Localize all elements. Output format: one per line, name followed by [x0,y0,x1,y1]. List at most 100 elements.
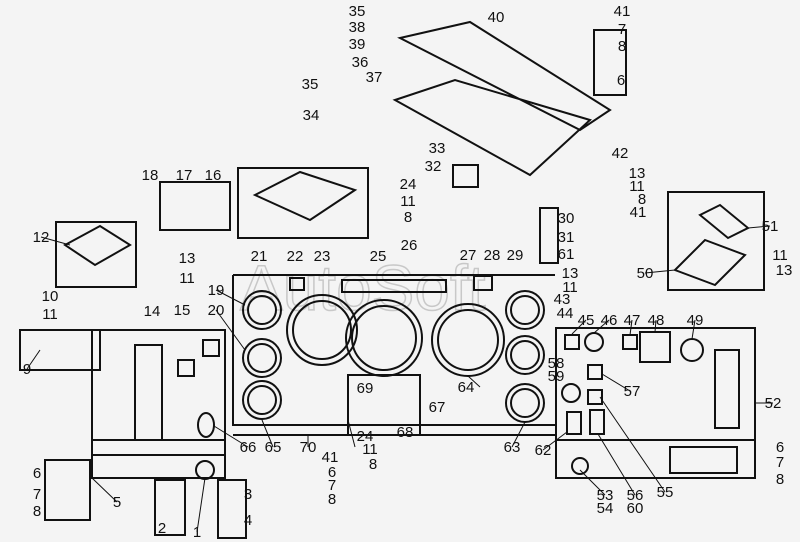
callout-number: 63 [504,439,521,456]
leader-line [467,375,481,388]
callout-number: 4 [244,512,252,529]
callout-number: 47 [624,312,641,329]
callout-number: 35 [302,76,319,93]
leader-line [593,319,610,334]
small-gauge [242,380,282,420]
callout-number: 6 [617,72,625,89]
detail-box-9 [19,329,101,371]
callout-number: 25 [370,248,387,265]
callout-number: 40 [488,9,505,26]
callout-number: 28 [484,247,501,264]
socket-53 [571,457,589,475]
plate-12 [63,224,132,267]
small-gauge [505,335,545,375]
callout-number: 13 [179,250,196,267]
callout-number: 52 [765,395,782,412]
callout-number: 8 [404,209,412,226]
callout-number: 53 [597,487,614,504]
callout-number: 18 [142,167,159,184]
callout-number: 65 [265,439,282,456]
callout-number: 8 [618,38,626,55]
callout-number: 6 [33,465,41,482]
small-gauge-face [247,295,277,325]
callout-number: 48 [648,312,665,329]
switch-48 [639,331,671,363]
large-gauge-face [292,300,352,360]
leader-line [601,373,631,392]
callout-number: 7 [33,486,41,503]
callout-number: 42 [612,145,629,162]
fuse-block [669,446,738,474]
indicator-15 [202,339,220,357]
part-32 [452,164,479,188]
callout-number: 24 [400,176,417,193]
small-gauge [505,290,545,330]
callout-number: 6 [776,439,784,456]
callout-number: 57 [624,383,641,400]
cover-50-51 [673,203,750,287]
leader-line [691,319,696,340]
callout-number: 13 [562,265,579,282]
callout-number: 7 [328,477,336,494]
cover-21 [252,170,358,222]
detail-box-41 [593,29,627,96]
detail-box-2 [154,479,186,536]
callout-number: 41 [630,204,647,221]
callout-number: 12 [33,229,50,246]
leader-line [26,349,41,370]
callout-number: 8 [33,503,41,520]
leader-line [91,477,118,503]
callout-number: 69 [357,380,374,397]
warning-lamp-strip-25 [341,279,447,293]
callout-number: 68 [397,424,414,441]
top-bracket-37-40 [392,20,612,177]
callout-number: 41 [322,449,339,466]
callout-number: 44 [557,305,574,322]
callout-number: 45 [578,312,595,329]
indicator-28 [473,275,493,291]
callout-number: 51 [762,218,779,235]
callout-number: 13 [776,262,793,279]
leader-line [571,319,587,335]
switch-57 [587,364,603,380]
callout-number: 8 [369,456,377,473]
callout-number: 6 [328,464,336,481]
leader-line [644,269,676,274]
callout-number: 49 [687,312,704,329]
callout-number: 11 [772,247,788,264]
callout-number: 7 [618,21,626,38]
callout-number: 60 [627,500,644,517]
callout-number: 11 [42,306,58,323]
small-gauge-face [247,343,277,373]
large-gauge [345,299,423,377]
callout-number: 55 [657,484,674,501]
button-1 [195,460,215,480]
callout-number: 32 [425,158,442,175]
detail-box-30 [539,207,559,264]
callout-number: 8 [776,471,784,488]
callout-number: 41 [614,3,631,20]
callout-number: 14 [144,303,161,320]
large-gauge [286,294,358,366]
callout-number: 5 [113,494,121,511]
small-gauge [242,338,282,378]
callout-number: 10 [42,288,59,305]
callout-number: 58 [548,355,565,372]
callout-number: 2 [158,520,166,537]
callout-number: 16 [205,167,222,184]
button-46 [584,332,604,352]
small-gauge-face [510,340,540,370]
leader-line [347,419,356,448]
callout-number: 31 [558,229,575,246]
small-gauge-face [247,385,277,415]
indicator-14 [177,359,195,377]
detail-box-6-8 [44,459,91,521]
callout-number: 39 [349,36,366,53]
callout-number: 11 [179,270,195,287]
callout-number: 43 [554,291,571,308]
button-59 [561,383,581,403]
leader-line [40,236,71,246]
callout-number: 11 [400,193,416,210]
